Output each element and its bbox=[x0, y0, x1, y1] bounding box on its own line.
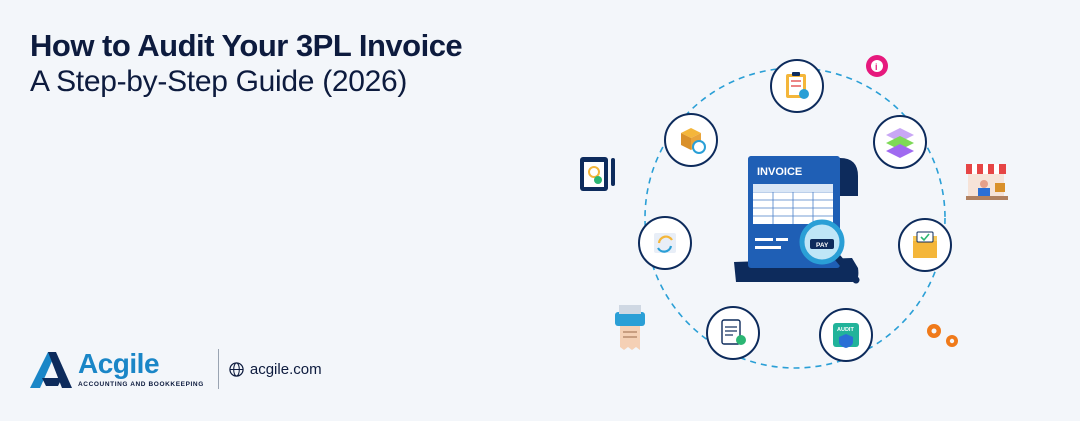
printer-receipt-icon bbox=[615, 305, 645, 350]
audit-label: AUDIT bbox=[837, 327, 854, 333]
storefront-icon bbox=[966, 164, 1008, 200]
page-subtitle: A Step-by-Step Guide (2026) bbox=[30, 65, 408, 98]
website-link[interactable]: acgile.com bbox=[229, 361, 322, 378]
magnifier-icon: PAY bbox=[799, 219, 860, 284]
clipboard-gear-icon bbox=[580, 157, 615, 191]
layers-node bbox=[873, 115, 927, 169]
pay-label: PAY bbox=[816, 242, 829, 249]
audit-shield-node: AUDIT bbox=[819, 308, 873, 362]
acgile-logo-icon bbox=[30, 352, 72, 388]
title-block: How to Audit Your 3PL Invoice A Step-by-… bbox=[30, 28, 463, 100]
globe-icon bbox=[229, 361, 244, 377]
page-title: How to Audit Your 3PL Invoice bbox=[30, 28, 463, 63]
info-badge-icon: i bbox=[866, 55, 888, 77]
gears-icon bbox=[927, 324, 958, 347]
brand-divider bbox=[217, 349, 219, 389]
brand-name: Acgile bbox=[78, 348, 160, 379]
brand-tagline: ACCOUNTING AND BOOKKEEPING bbox=[78, 381, 204, 388]
invoice-heading: INVOICE bbox=[757, 166, 802, 178]
brand-block: Acgile ACCOUNTING AND BOOKKEEPING acgile… bbox=[28, 348, 322, 390]
document-check-node bbox=[706, 306, 760, 360]
clipboard-checklist-node bbox=[770, 59, 824, 113]
box-check-node bbox=[898, 218, 952, 272]
refresh-sync-node bbox=[638, 216, 692, 270]
website-text[interactable]: acgile.com bbox=[249, 360, 322, 378]
package-verify-node bbox=[664, 113, 718, 167]
info-glyph: i bbox=[875, 62, 878, 72]
